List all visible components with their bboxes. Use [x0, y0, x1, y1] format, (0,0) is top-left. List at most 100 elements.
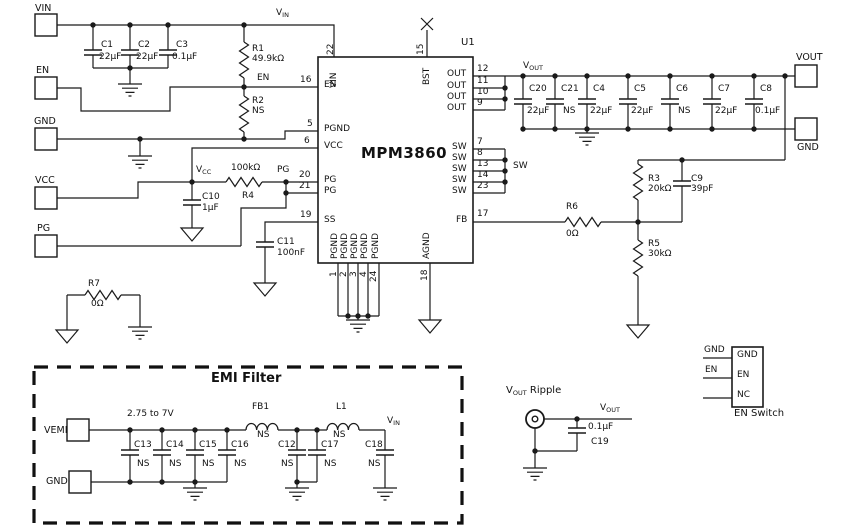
- pin-number-1: 1: [329, 271, 339, 277]
- net-label-sw: SW: [513, 161, 528, 171]
- net-label-en: EN: [257, 73, 270, 83]
- c20-ref: C20: [529, 84, 547, 94]
- en-switch-outline: [731, 346, 764, 408]
- resistor-r6-symbol: [564, 216, 602, 228]
- pad-vcc: [34, 186, 58, 210]
- capacitor-c16-symbol: [217, 449, 237, 456]
- en-switch-net-en: EN: [705, 365, 718, 375]
- vcc-pg-ss-wires: [57, 147, 318, 283]
- r1-ref: R1: [252, 44, 264, 54]
- c3-ref: C3: [176, 40, 189, 50]
- c17-ref: C17: [321, 440, 339, 450]
- c20-value: 22µF: [527, 106, 550, 116]
- c18-ref: C18: [365, 440, 383, 450]
- c3-value: 0.1µF: [172, 52, 198, 62]
- pin-number-10: 10: [477, 87, 489, 97]
- c15-value: NS: [202, 459, 215, 469]
- pad-emi-gnd: [68, 470, 92, 494]
- ripple-test-point: [525, 409, 545, 429]
- c4-value: 22µF: [590, 106, 613, 116]
- pin-number-13: 13: [477, 159, 489, 169]
- r1-value: 49.9kΩ: [252, 54, 285, 64]
- c9-value: 39pF: [691, 184, 714, 194]
- no-connect-x-symbol: [420, 17, 434, 31]
- pad-vemi: [66, 418, 90, 442]
- pad-label-vout: VOUT: [796, 52, 823, 63]
- pad-vout: [794, 64, 818, 88]
- capacitor-c10-symbol: [182, 199, 202, 206]
- pin-name-out2: OUT: [447, 81, 467, 91]
- pin-name-agnd: AGND: [422, 232, 432, 259]
- c12-ref: C12: [278, 440, 296, 450]
- resistor-r1-symbol: [238, 41, 250, 79]
- c16-value: NS: [234, 459, 247, 469]
- c2-ref: C2: [138, 40, 151, 50]
- pin-name-pgnd5: PGND: [371, 232, 381, 259]
- ic-outline: [317, 56, 474, 264]
- c11-ref: C11: [277, 237, 295, 247]
- pad-label-vout-gnd: GND: [797, 142, 819, 153]
- c13-value: NS: [137, 459, 150, 469]
- c11-value: 100nF: [277, 248, 306, 258]
- c6-ref: C6: [676, 84, 689, 94]
- pin-number-4: 4: [359, 271, 369, 277]
- c10-ref: C10: [202, 192, 220, 202]
- en-switch-pin-gnd: GND: [737, 350, 758, 360]
- c1-value: 22µF: [99, 52, 122, 62]
- r4-value: 100kΩ: [231, 163, 261, 173]
- en-switch-title: EN Switch: [734, 408, 785, 419]
- c9-ref: C9: [691, 174, 704, 184]
- capacitor-c19-symbol: [567, 427, 587, 434]
- feedback-wires: [473, 159, 785, 325]
- pin-number-2: 2: [339, 271, 349, 277]
- c5-value: 22µF: [631, 106, 654, 116]
- emi-filter-box: [32, 365, 464, 525]
- capacitor-c21-symbol: [545, 98, 565, 105]
- r4-ref: R4: [242, 191, 254, 201]
- r5-ref: R5: [648, 239, 660, 249]
- capacitor-c18-symbol: [375, 449, 395, 456]
- net-label-vcc: VCC: [196, 165, 212, 176]
- r6-value: 0Ω: [566, 229, 579, 239]
- pad-label-vin: VIN: [35, 3, 52, 14]
- ic-refdes: U1: [461, 37, 475, 48]
- pin-name-pgnd: PGND: [324, 124, 351, 134]
- pin-name-en: EN: [324, 80, 337, 90]
- pin-number-24: 24: [369, 270, 379, 282]
- r6-ref: R6: [566, 202, 578, 212]
- net-label-vin-emi: VIN: [387, 416, 400, 427]
- pin-number-9: 9: [477, 98, 483, 108]
- pin-number-17: 17: [477, 209, 489, 219]
- en-switch-net-gnd: GND: [704, 345, 725, 355]
- ic-part-number: MPM3860: [361, 144, 448, 162]
- pad-label-emi-gnd: GND: [46, 476, 68, 487]
- capacitor-c14-symbol: [152, 449, 172, 456]
- l1-value: NS: [333, 430, 346, 440]
- c19-value: 0.1µF: [588, 422, 614, 432]
- net-label-vin: VIN: [276, 8, 289, 19]
- c1-ref: C1: [101, 40, 114, 50]
- pin-name-pgnd3: PGND: [350, 232, 360, 259]
- c4-ref: C4: [593, 84, 606, 94]
- c15-ref: C15: [199, 440, 217, 450]
- capacitor-c12-symbol: [287, 449, 307, 456]
- pin-name-pgnd1: PGND: [330, 232, 340, 259]
- capacitor-c8-symbol: [744, 98, 764, 105]
- pin-name-ss: SS: [324, 215, 336, 225]
- pin-number-18: 18: [420, 269, 430, 281]
- r7-wires: [66, 294, 141, 330]
- pin-name-out3: OUT: [447, 92, 467, 102]
- pin-number-23: 23: [477, 181, 489, 191]
- pin-number-19: 19: [300, 210, 312, 220]
- c16-ref: C16: [231, 440, 249, 450]
- capacitor-c15-symbol: [185, 449, 205, 456]
- c6-value: NS: [678, 106, 691, 116]
- pad-label-vemi: VEMI: [44, 425, 68, 436]
- r3-ref: R3: [648, 174, 660, 184]
- l1-ref: L1: [336, 402, 347, 412]
- output-wires: [473, 75, 795, 194]
- net-label-vout: VOUT: [523, 61, 544, 72]
- capacitor-c9-symbol: [672, 180, 692, 187]
- capacitor-c17-symbol: [307, 449, 327, 456]
